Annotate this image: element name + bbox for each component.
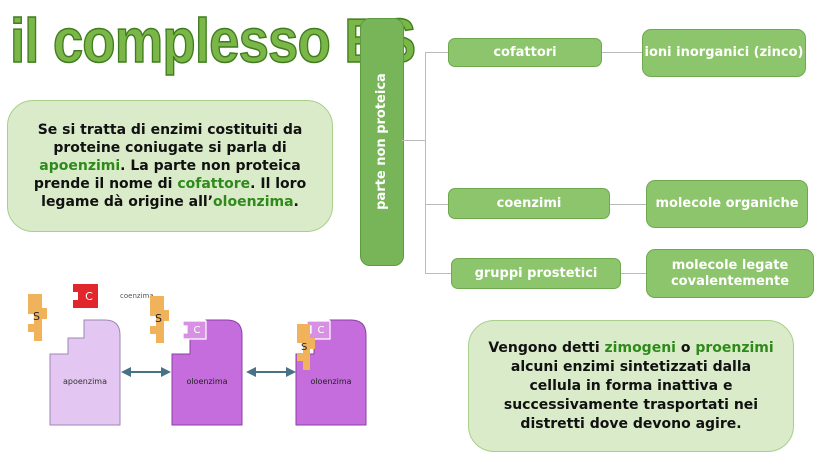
substrate-shape-1 bbox=[28, 294, 47, 341]
apoenzyme: apoenzima bbox=[49, 319, 121, 426]
intro-text: Se si tratta di enzimi costituiti da pro… bbox=[22, 121, 318, 211]
zimogeni-text-3: alcuni enzimi sintetizzati dalla cellula… bbox=[503, 358, 759, 432]
intro-text-1: Se si tratta di enzimi costituiti da pro… bbox=[37, 122, 303, 156]
holoenzyme-label-2: oloenzima bbox=[310, 377, 351, 386]
bound-coenzyme-shape-1 bbox=[182, 320, 207, 340]
intro-text-2: . La parte non proteica prende il nome d… bbox=[33, 158, 301, 192]
term-oloenzima: oloenzima bbox=[213, 194, 294, 210]
substrate-piece-2: S bbox=[150, 296, 169, 343]
connector-child-3 bbox=[620, 273, 647, 274]
term-zimogeni: zimogeni bbox=[604, 339, 676, 356]
substrate-shape-2 bbox=[150, 296, 169, 343]
connector-branch-3 bbox=[425, 273, 452, 274]
substrate-letter-1: S bbox=[33, 310, 40, 323]
branch-coenzimi: coenzimi bbox=[448, 188, 610, 219]
tree-root-box bbox=[360, 18, 404, 266]
term-proenzimi: proenzimi bbox=[695, 339, 774, 356]
enzyme-diagram: C coenzima S apoenzima S C oloenzima C S… bbox=[28, 284, 367, 426]
child-molecole-organiche: molecole organiche bbox=[646, 180, 808, 228]
substrate-piece-1: S bbox=[28, 294, 47, 341]
holoenzyme-2: C S oloenzima bbox=[295, 319, 367, 426]
page-title: il complesso ES bbox=[9, 6, 416, 77]
connector-child-1 bbox=[601, 52, 643, 53]
coenzyme-label: coenzima bbox=[120, 292, 154, 300]
zimogeni-text: Vengono detti zimogeni o proenzimi alcun… bbox=[487, 339, 775, 434]
child-ioni-inorganici: ioni inorganici (zinco) bbox=[642, 29, 806, 77]
bound-substrate-letter: S bbox=[301, 342, 307, 353]
intro-text-4: . bbox=[293, 194, 299, 210]
tree-root-label: parte non proteica bbox=[373, 72, 389, 210]
coenzyme-piece: C bbox=[73, 284, 98, 308]
branch-gruppi-prostetici: gruppi prostetici bbox=[451, 258, 621, 289]
apoenzyme-label: apoenzima bbox=[63, 377, 107, 386]
intro-text-3: . Il loro legame dà origine all’ bbox=[41, 176, 307, 210]
child-molecole-legate: molecole legate covalentemente bbox=[646, 249, 814, 298]
holoenzyme-label-1: oloenzima bbox=[186, 377, 227, 386]
connector-branch-2 bbox=[425, 204, 449, 205]
intro-box: Se si tratta di enzimi costituiti da pro… bbox=[7, 100, 333, 232]
connector-trunk bbox=[425, 52, 426, 274]
tree-root-label-wrap: parte non proteica bbox=[360, 18, 402, 264]
bound-substrate-shape bbox=[297, 324, 315, 370]
term-cofattore: cofattore bbox=[177, 176, 251, 192]
coenzyme-letter: C bbox=[85, 290, 93, 303]
term-apoenzimi: apoenzimi bbox=[39, 158, 121, 174]
zimogeni-text-2: o bbox=[675, 339, 696, 356]
coenzyme-shape bbox=[73, 284, 98, 308]
zimogeni-box: Vengono detti zimogeni o proenzimi alcun… bbox=[468, 320, 794, 452]
branch-cofattori: cofattori bbox=[448, 38, 602, 67]
bound-coenzyme-letter-2: C bbox=[318, 325, 325, 336]
connector-root bbox=[402, 140, 426, 141]
substrate-letter-2: S bbox=[155, 312, 162, 325]
apoenzyme-shape bbox=[49, 319, 121, 426]
connector-branch-1 bbox=[425, 52, 449, 53]
connector-child-2 bbox=[609, 204, 647, 205]
bound-coenzyme-letter-1: C bbox=[194, 325, 201, 336]
zimogeni-text-1: Vengono detti bbox=[488, 339, 605, 356]
holoenzyme-1: C oloenzima bbox=[171, 319, 243, 426]
